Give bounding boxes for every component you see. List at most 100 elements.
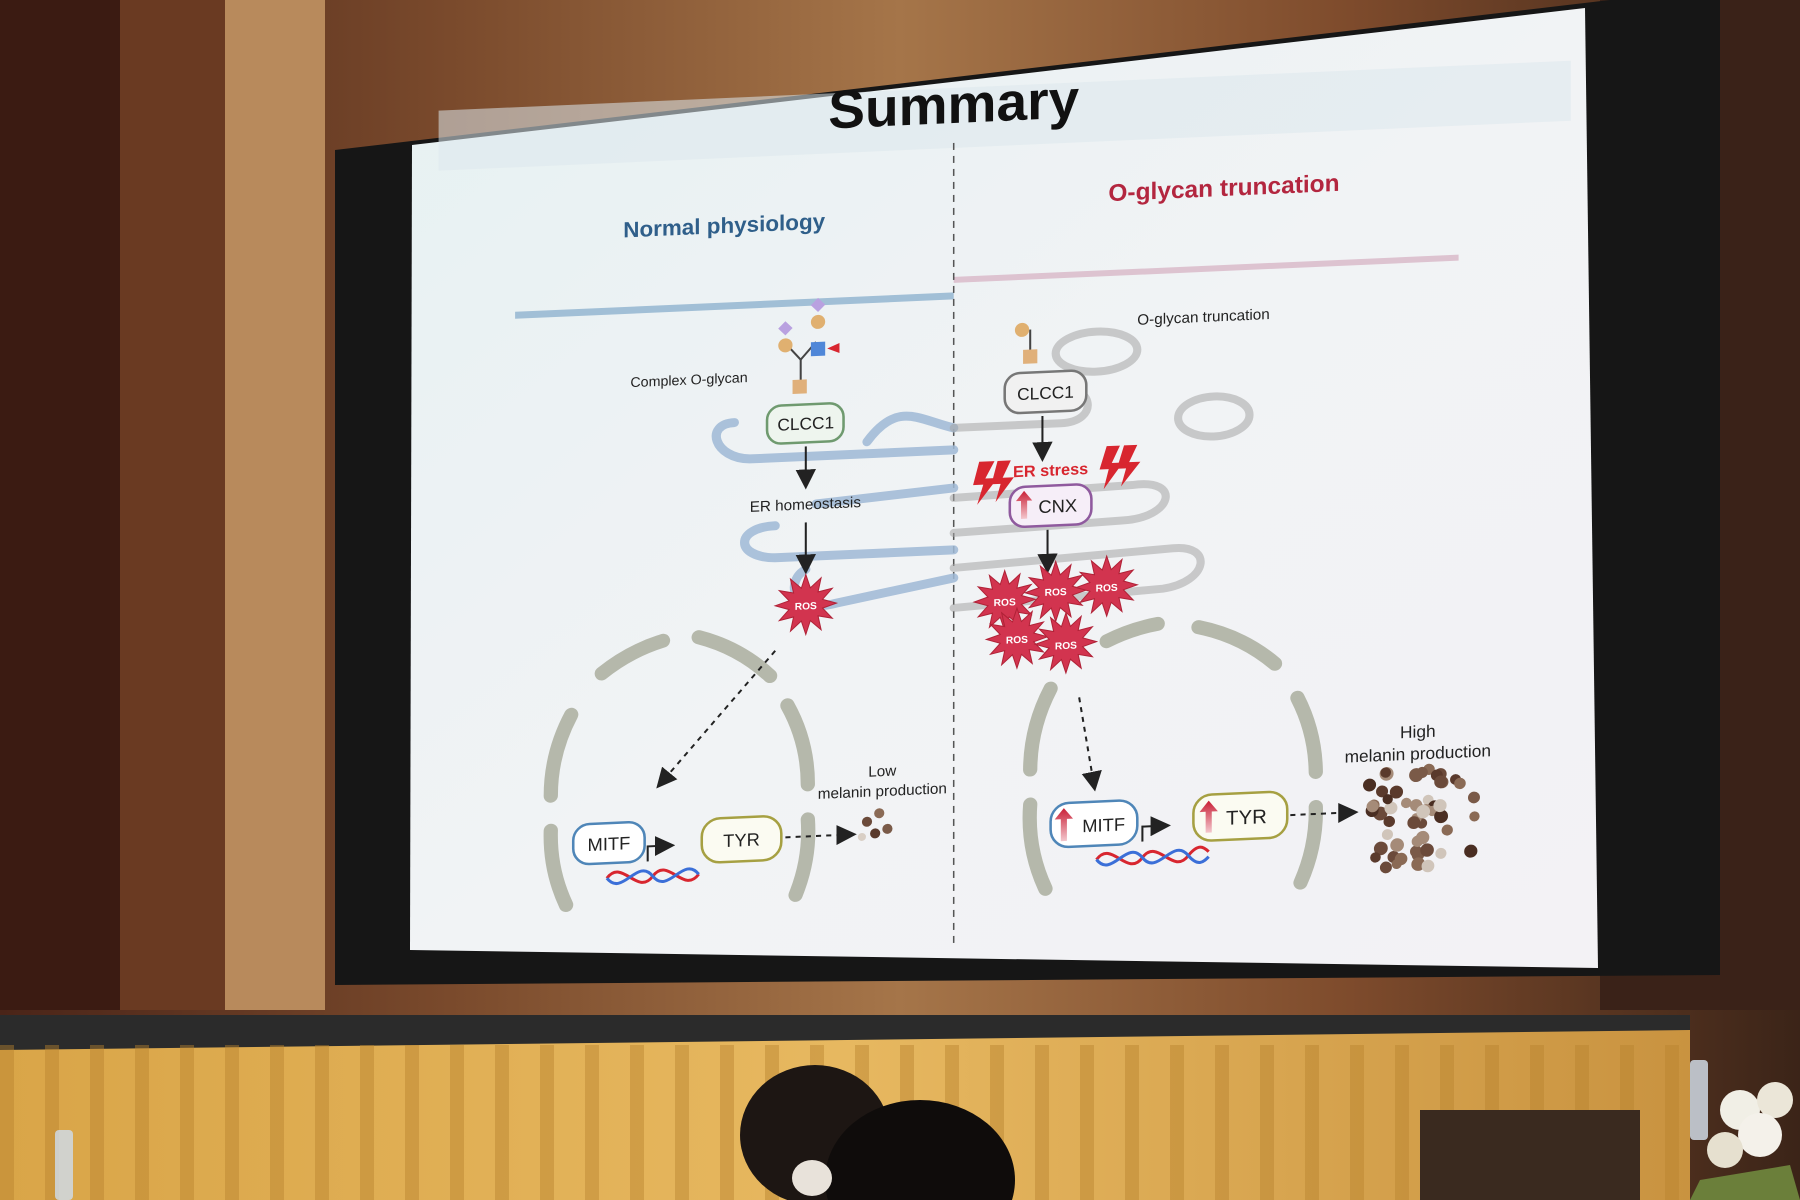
right-promoter-arrow [1141,816,1171,842]
skirt-fold [720,1045,734,1200]
ros-starburst-icon [1033,611,1099,675]
melanin-granule [1434,809,1449,824]
skirt-fold [90,1045,104,1200]
wall-pillar-light [225,0,325,1010]
right-mitf-label: MITF [1082,815,1125,837]
cnx-label: CNX [1038,496,1077,518]
melanin-granule [882,823,893,834]
skirt-fold [1665,1045,1679,1200]
right-mitf-protein [1049,799,1139,849]
podium-table [1420,1110,1640,1200]
melanin-granule [1407,816,1421,830]
right-arrow-ros-nucleus [1078,697,1102,792]
skirt-fold [675,1045,689,1200]
left-promoter-arrow [646,836,676,862]
melanin-granule [874,808,885,819]
er-stress-lightning-icons [973,444,1141,505]
melanin-granule [1435,847,1447,859]
melanin-granule [1464,844,1478,858]
water-bottle-left [55,1130,73,1200]
skirt-fold [1215,1045,1229,1200]
skirt-fold [180,1045,194,1200]
melanin-granule [870,828,881,839]
ros-starburst-icon [1074,554,1139,618]
right-ros-label: ROS [994,597,1016,609]
slide-title: Summary [828,69,1080,140]
flower-arrangement [1690,1082,1800,1200]
right-ros-label: ROS [1096,583,1118,595]
right-ros-label: ROS [1045,587,1067,599]
left-ros-burst [773,572,839,637]
melanin-granule [1441,824,1453,836]
left-melanin-label-1: Low [868,763,896,781]
left-dna-icon [605,867,700,886]
complex-glycan-icon [778,297,840,395]
melanin-granule [1384,801,1398,815]
left-clcc1-protein [765,402,845,445]
melanin-granule [1454,777,1466,790]
melanin-granule [1421,859,1435,873]
left-mitf-protein [571,821,646,866]
left-arrow-ros-nucleus [656,650,776,789]
skirt-fold [1305,1045,1319,1200]
skirt-fold [405,1045,419,1200]
melanin-granule [1366,800,1379,813]
melanin-granule [1433,799,1447,813]
mitf-up-arrow-icon [1054,808,1074,842]
right-membrane [953,254,1459,283]
ros-starburst-icon [773,572,839,637]
right-tyr-protein [1192,790,1289,842]
skirt-fold [1170,1045,1184,1200]
melanin-granule [1370,852,1381,863]
ros-starburst-icon [1023,559,1088,624]
melanin-granule [1416,804,1431,819]
left-tyr-label: TYR [723,830,760,851]
skirt-fold [0,1045,14,1200]
hair-scrunchie [792,1160,832,1196]
right-ros-label: ROS [1006,635,1028,647]
right-ros-cluster [972,554,1139,675]
melanin-granule [1390,838,1404,852]
right-melanin-label-1: High [1400,721,1436,742]
melanin-granule [857,832,866,841]
melanin-granule [1380,767,1391,778]
left-tyr-protein [700,815,783,864]
title-band [438,60,1571,171]
skirt-fold [225,1045,239,1200]
left-clcc1-label: CLCC1 [777,412,834,434]
skirt-fold [495,1045,509,1200]
melanin-granule [1467,791,1480,804]
skirt-fold [1350,1045,1364,1200]
melanin-granule [1376,785,1389,798]
skirt-fold [1395,1045,1409,1200]
skirt-fold [585,1045,599,1200]
tyr-up-arrow-icon [1199,800,1218,833]
wall-pillar-left [120,0,225,1010]
melanin-granule [1383,815,1395,828]
skirt-fold [315,1045,329,1200]
right-clcc1-protein [1003,369,1088,415]
left-melanin-label-2: melanin production [818,780,947,803]
melanin-granule [1362,778,1377,792]
skirt-fold [1080,1045,1094,1200]
right-ros-labels: ROS ROS ROS ROS ROS [994,583,1118,653]
stage-skirt-folds [0,1045,1679,1200]
water-bottle-right [1690,1060,1708,1140]
melanin-granule [1420,843,1434,857]
melanin-granule [1409,768,1424,783]
melanin-granule [1411,857,1426,871]
skirt-fold [270,1045,284,1200]
melanin-granule [1434,775,1448,789]
melanin-granule [1379,861,1392,874]
right-dna-icon [1095,845,1210,867]
skirt-fold [540,1045,554,1200]
skirt-fold [630,1045,644,1200]
wall-left-panel [0,0,120,1010]
melanin-granule [1415,830,1430,845]
audience-head-front [825,1100,1015,1200]
cnx-protein [1008,483,1093,529]
left-glycan-label: Complex O-glycan [630,369,747,390]
left-ros-label: ROS [795,601,817,613]
melanin-granule [861,816,873,827]
